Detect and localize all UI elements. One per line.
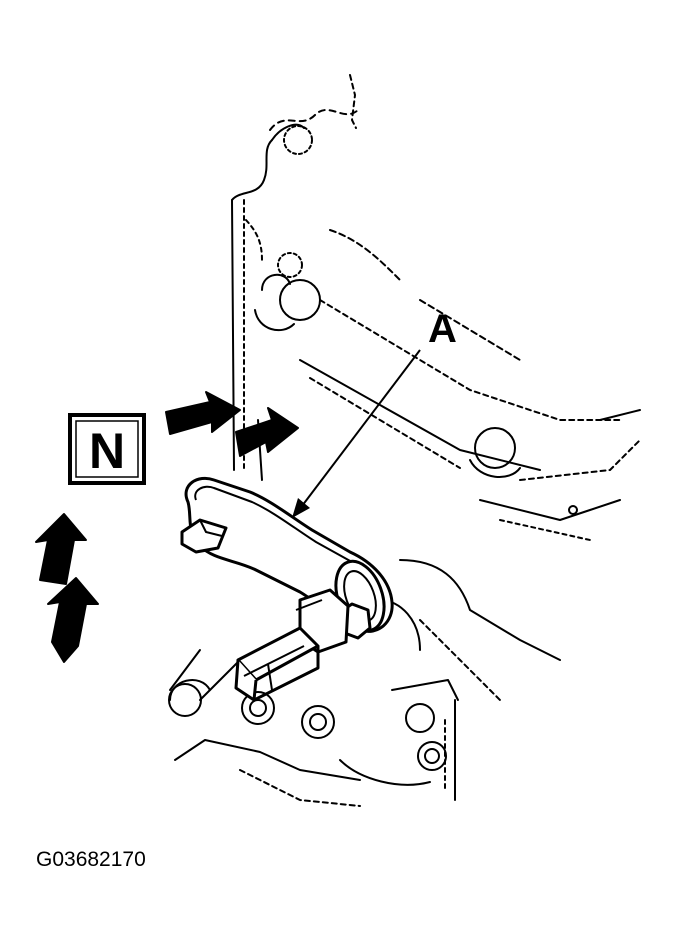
callout-leader (292, 349, 421, 518)
callout-label-a: A (428, 307, 457, 351)
special-tool-wrench (180, 477, 394, 702)
view-indicator: N (68, 413, 146, 485)
arrow-right-icon (165, 391, 241, 435)
arrow-up-icon (35, 513, 87, 585)
view-indicator-label: N (89, 423, 125, 479)
figure-id: G03682170 (36, 848, 146, 871)
arrow-right-icon (235, 407, 299, 457)
engine-block-outline (168, 74, 641, 807)
arrow-up-icon (47, 577, 99, 663)
direction-arrows (35, 391, 299, 663)
